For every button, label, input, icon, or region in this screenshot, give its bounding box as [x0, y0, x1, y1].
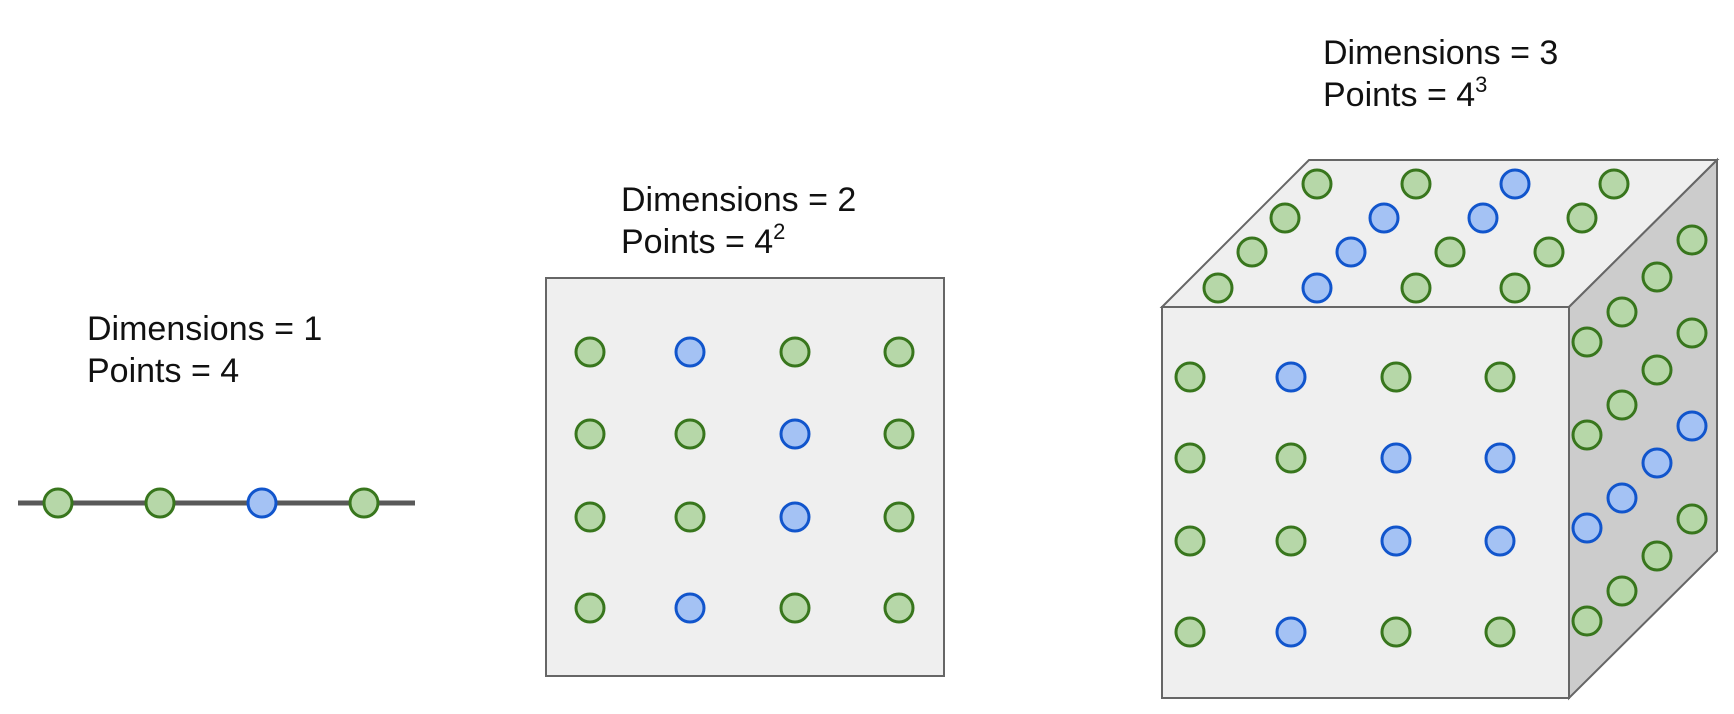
point-green [1380, 616, 1412, 648]
point-green [1202, 272, 1234, 304]
point-green [1174, 361, 1206, 393]
point-green [883, 501, 915, 533]
point-green [574, 418, 606, 450]
panel-3d-dimensions-label: Dimensions = 3 [1323, 34, 1558, 72]
point-blue [1641, 447, 1673, 479]
point-blue [1606, 482, 1638, 514]
point-blue [1467, 202, 1499, 234]
point-green [1236, 236, 1268, 268]
point-green [1275, 525, 1307, 557]
point-green [1533, 236, 1565, 268]
point-green [1484, 616, 1516, 648]
point-blue [779, 418, 811, 450]
point-green [1606, 389, 1638, 421]
points-3d-side [1571, 224, 1708, 637]
point-green [348, 487, 380, 519]
point-green [1484, 361, 1516, 393]
point-green [1571, 605, 1603, 637]
panel-1d-points-label: Points = 4 [87, 352, 239, 390]
point-green [883, 418, 915, 450]
point-green [574, 592, 606, 624]
point-green [574, 336, 606, 368]
point-blue [1275, 361, 1307, 393]
point-green [779, 336, 811, 368]
point-green [1566, 202, 1598, 234]
point-green [1641, 540, 1673, 572]
point-green [1174, 442, 1206, 474]
points-2d [574, 336, 915, 624]
point-blue [1571, 512, 1603, 544]
point-green [1275, 442, 1307, 474]
point-green [1676, 317, 1708, 349]
points-3d-top [1202, 168, 1630, 304]
square-panel [545, 277, 945, 677]
panel-2d: Dimensions = 2 Points = 42 [545, 181, 945, 677]
point-blue [1301, 272, 1333, 304]
point-green [574, 501, 606, 533]
panel-2d-dimensions-label: Dimensions = 2 [621, 181, 856, 219]
point-blue [1368, 202, 1400, 234]
point-blue [1484, 525, 1516, 557]
point-green [42, 487, 74, 519]
point-green [144, 487, 176, 519]
point-green [1174, 616, 1206, 648]
point-blue [1499, 168, 1531, 200]
point-green [883, 336, 915, 368]
point-blue [1275, 616, 1307, 648]
panel-3d: Dimensions = 3 Points = 43 [1159, 34, 1720, 701]
point-green [1301, 168, 1333, 200]
panel-2d-points-label: Points = 42 [621, 219, 785, 261]
point-green [674, 501, 706, 533]
point-green [1499, 272, 1531, 304]
point-blue [246, 487, 278, 519]
point-green [1400, 168, 1432, 200]
point-green [779, 592, 811, 624]
point-green [1676, 224, 1708, 256]
point-green [883, 592, 915, 624]
point-green [1641, 354, 1673, 386]
point-green [1434, 236, 1466, 268]
point-green [1571, 326, 1603, 358]
panel-3d-points-label: Points = 43 [1323, 72, 1487, 114]
point-blue [1380, 525, 1412, 557]
point-blue [1335, 236, 1367, 268]
point-blue [1380, 442, 1412, 474]
point-blue [674, 336, 706, 368]
point-green [1269, 202, 1301, 234]
points-1d [42, 487, 380, 519]
point-green [1641, 261, 1673, 293]
point-green [1380, 361, 1412, 393]
point-green [1606, 575, 1638, 607]
point-blue [779, 501, 811, 533]
point-green [1571, 419, 1603, 451]
panel-1d-dimensions-label: Dimensions = 1 [87, 310, 322, 348]
point-blue [1484, 442, 1516, 474]
point-green [1400, 272, 1432, 304]
point-green [1174, 525, 1206, 557]
point-blue [1676, 410, 1708, 442]
point-green [1676, 503, 1708, 535]
point-blue [674, 592, 706, 624]
point-green [674, 418, 706, 450]
points-3d-front [1174, 361, 1516, 648]
point-green [1598, 168, 1630, 200]
panel-1d: Dimensions = 1 Points = 4 [18, 310, 415, 519]
point-green [1606, 296, 1638, 328]
